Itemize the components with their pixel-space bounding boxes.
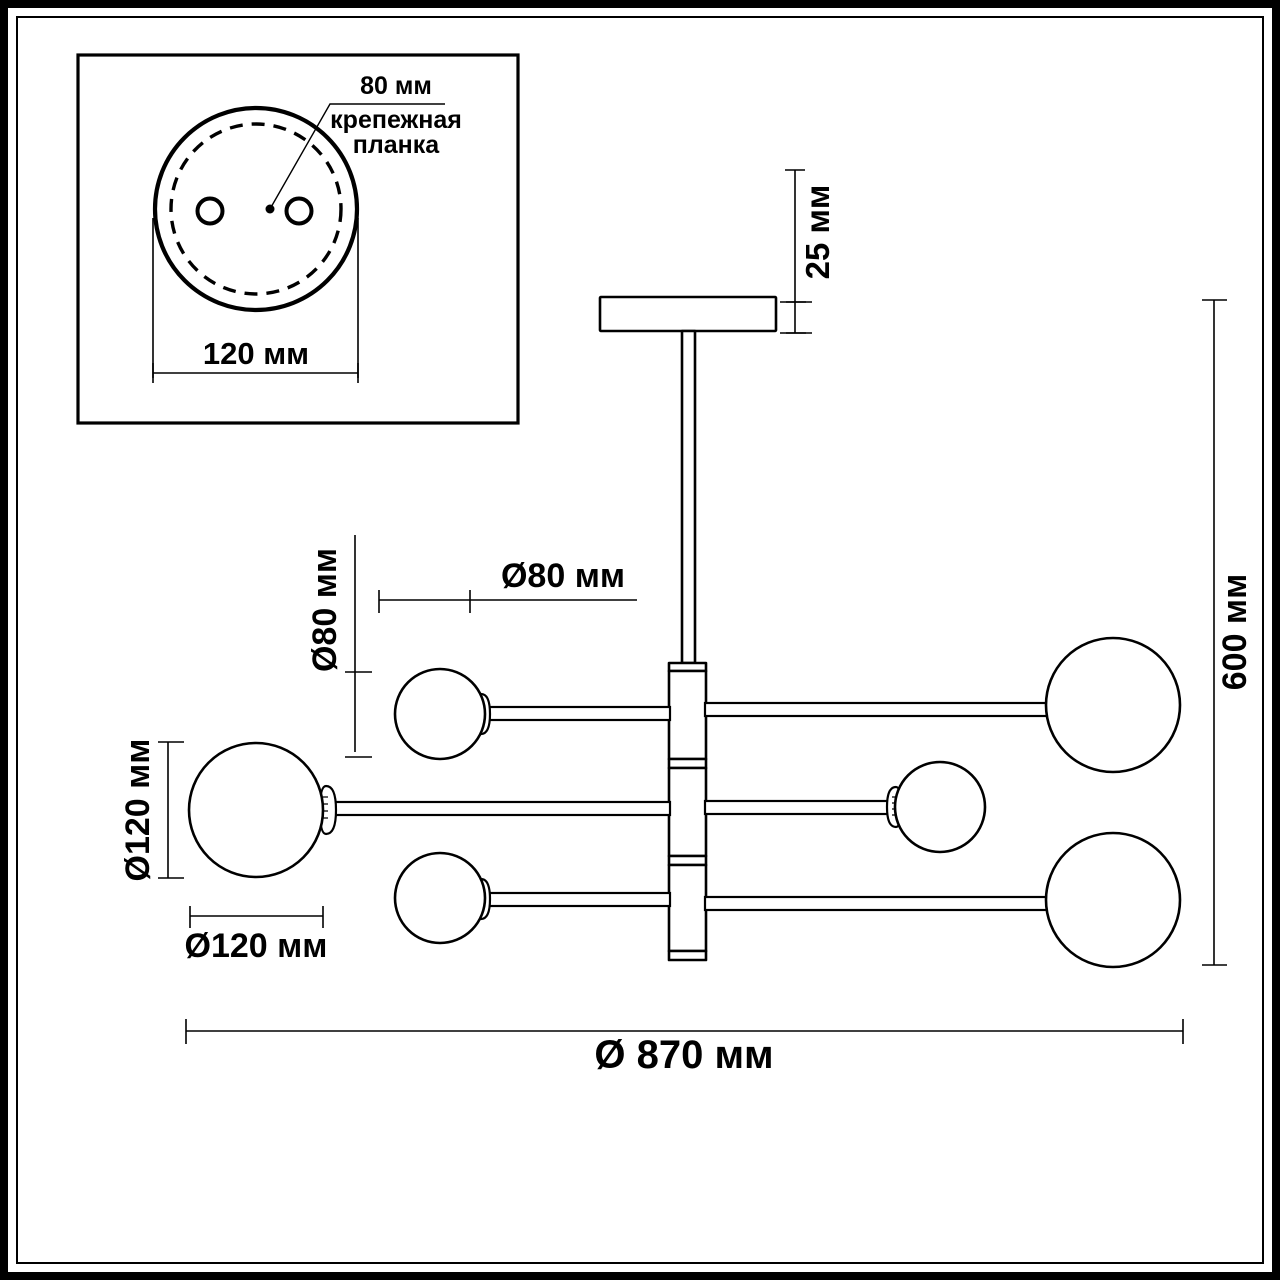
small-globe-vertical-dimension-group: Ø80 мм — [306, 535, 372, 758]
central-body-band-2 — [667, 854, 708, 867]
label-25mm: 25 мм — [799, 185, 836, 280]
arm-mid-right — [703, 799, 892, 816]
globe-mid-left — [187, 741, 325, 879]
mounting-bar-dashed-circle — [169, 122, 343, 296]
label-large-globe-vertical: Ø120 мм — [119, 739, 157, 882]
label-large-globe-horizontal: Ø120 мм — [185, 927, 328, 965]
page-inner-border — [16, 16, 1264, 1264]
down-rod — [680, 329, 697, 665]
central-body-segment-2 — [667, 766, 708, 858]
globe-bottom-left — [393, 851, 487, 945]
central-body-bottom-cap — [667, 949, 708, 962]
label-600mm: 600 мм — [1216, 574, 1254, 690]
globe-top-right — [1044, 636, 1182, 774]
arm-top-right — [703, 701, 1070, 718]
leader-line-80mm — [269, 103, 445, 210]
arm-mid-left — [318, 800, 672, 817]
overall-diameter-dimension-group: Ø 870 мм — [185, 1019, 1184, 1077]
central-body-band-1 — [667, 757, 708, 770]
inset-label-120mm: 120 мм — [203, 336, 309, 371]
central-body-segment-3 — [667, 863, 708, 953]
inset-label-80mm: 80 мм — [360, 72, 432, 100]
globe-mid-right — [893, 760, 987, 854]
mounting-plate-detail-group: 80 мм крепежная планка 120 мм — [76, 53, 520, 425]
arm-bottom-left — [485, 891, 672, 908]
globe-bottom-right — [1044, 831, 1182, 969]
label-small-globe-horizontal: Ø80 мм — [501, 557, 625, 595]
arm-bottom-right — [703, 895, 1070, 912]
globe-top-left — [393, 667, 487, 761]
screw-hole-right — [284, 196, 314, 226]
large-globe-vertical-dimension-group: Ø120 мм — [119, 739, 184, 882]
mounting-plate-outer-circle — [152, 105, 360, 313]
overall-height-dimension-group: 600 мм — [1202, 299, 1254, 966]
label-small-globe-vertical: Ø80 мм — [306, 548, 344, 672]
canopy-thickness-dimension-group: 25 мм — [780, 169, 836, 334]
arm-top-left — [485, 705, 672, 722]
inset-label-part-name-line1: крепежная — [330, 106, 462, 134]
large-globe-horizontal-dimension-group: Ø120 мм — [185, 906, 328, 965]
central-body-segment-1 — [667, 669, 708, 761]
screw-hole-left — [195, 196, 225, 226]
label-overall-diameter: Ø 870 мм — [594, 1033, 773, 1077]
inset-label-part-name-line2: планка — [353, 131, 440, 159]
chandelier-assembly — [187, 295, 1182, 969]
ceiling-canopy-plate — [598, 295, 778, 333]
small-globe-horizontal-dimension-group: Ø80 мм — [378, 557, 637, 613]
